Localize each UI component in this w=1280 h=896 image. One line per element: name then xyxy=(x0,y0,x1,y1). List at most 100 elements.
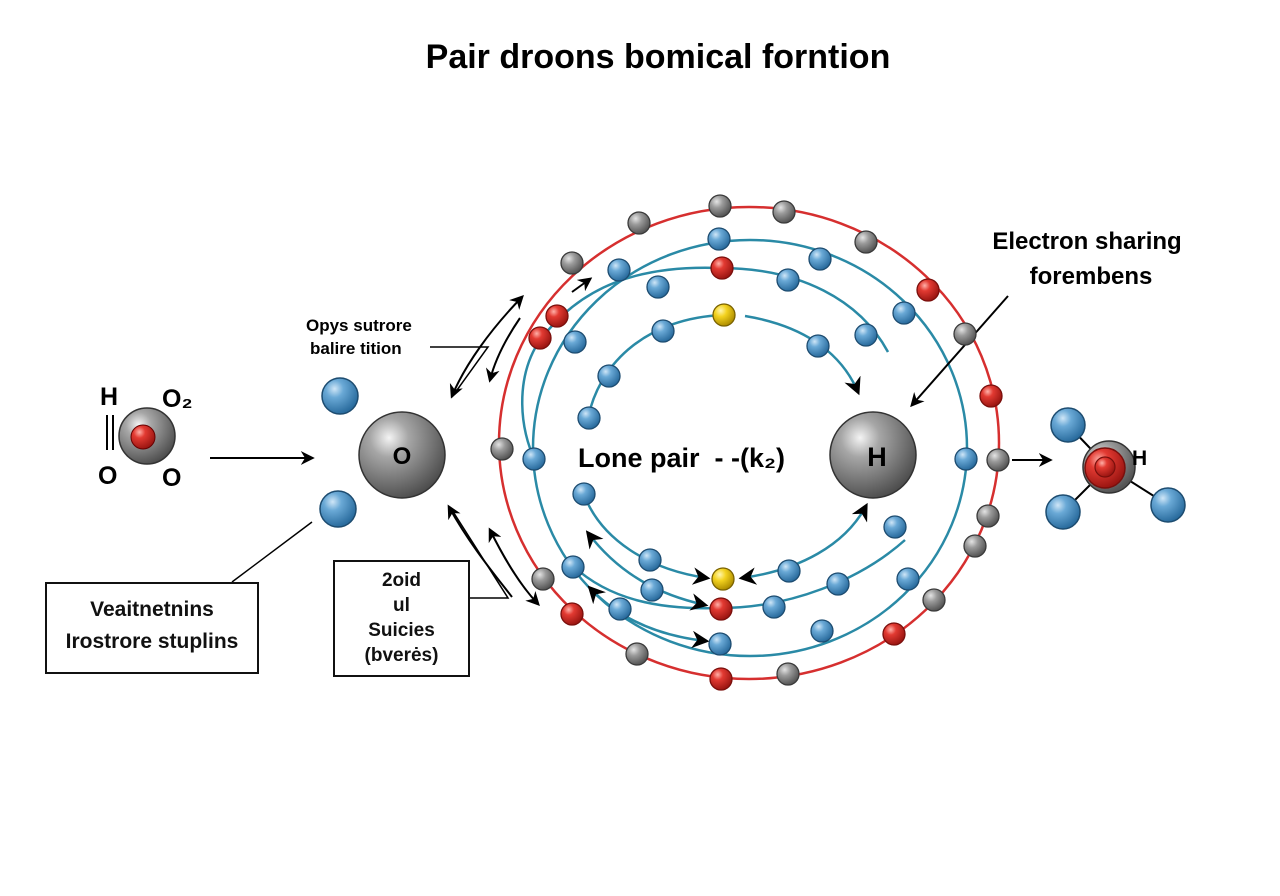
reactant-label-o-right: O xyxy=(162,464,181,492)
electron-blue xyxy=(646,275,670,299)
electron-red xyxy=(882,622,906,646)
reactant-label-o2: O₂ xyxy=(162,385,193,413)
annotation-box-left-line1: Veaitnetnins xyxy=(90,598,214,621)
lone-pair-label: Lone pair - -(k₂) xyxy=(578,443,785,473)
electron-blue xyxy=(707,227,731,251)
annotation-top-left-line2: balire tition xyxy=(310,339,402,358)
electron-gray xyxy=(976,504,1000,528)
electron-blue xyxy=(708,632,732,656)
electron-blue xyxy=(808,247,832,271)
electron-yellow xyxy=(711,567,735,591)
oxygen-atom-group: O xyxy=(319,377,446,528)
double-arrow-top-left-2 xyxy=(485,317,521,383)
arrows xyxy=(210,277,1053,607)
diagram-title: Pair droons bomical forntion xyxy=(425,38,891,76)
electron-blue xyxy=(806,334,830,358)
electron-gray xyxy=(625,642,649,666)
orbit-ring-3-top xyxy=(536,266,890,353)
annotation-box-left-line2: Irostrore stuplins xyxy=(65,630,239,653)
electron-blue xyxy=(607,258,631,282)
electron-blue xyxy=(892,301,916,325)
electron-blue xyxy=(896,567,920,591)
electron-gray xyxy=(531,567,555,591)
electron-blue xyxy=(319,490,357,528)
electron-blue xyxy=(638,548,662,572)
reactant-atom-red-core xyxy=(130,424,156,450)
annotation-box-left: Veaitnetnins Irostrore stuplins xyxy=(45,582,259,674)
hydrogen-atom-label: H xyxy=(867,442,887,472)
electron-red xyxy=(710,256,734,280)
electron-gray xyxy=(776,662,800,686)
electron-gray xyxy=(953,322,977,346)
label-leader-box-left xyxy=(231,521,313,583)
double-arrow-bottom-left-2 xyxy=(488,527,540,607)
product-label-h: H xyxy=(1132,447,1147,470)
arrow-inner-top xyxy=(571,277,593,293)
electron-blue xyxy=(762,595,786,619)
electron-gray xyxy=(854,230,878,254)
electron-blue xyxy=(561,555,585,579)
reactant-label-h: H xyxy=(100,383,118,411)
electron-red xyxy=(979,384,1003,408)
annotation-box-mid-line2: ul xyxy=(393,595,410,616)
electron-red xyxy=(709,597,733,621)
electron-blue xyxy=(883,515,907,539)
electron-gray xyxy=(560,251,584,275)
label-leader-top-left xyxy=(430,346,490,398)
product-electron-blue xyxy=(1045,494,1081,530)
electron-blue xyxy=(826,572,850,596)
electron-blue xyxy=(522,447,546,471)
electrons xyxy=(490,194,1010,691)
product-center-red-core xyxy=(1094,456,1116,478)
label-leader-box-mid xyxy=(451,509,510,599)
oxygen-atom-label: O xyxy=(393,443,412,470)
orbit-ring-3-left xyxy=(521,342,540,461)
electron-red xyxy=(560,602,584,626)
electron-red xyxy=(709,667,733,691)
electron-blue xyxy=(651,319,675,343)
orbit-ring-2-bottom-inner xyxy=(587,585,710,649)
electron-sharing-pointer xyxy=(910,295,1009,408)
electron-blue xyxy=(608,597,632,621)
annotation-top-right-line1: Electron sharing xyxy=(992,228,1181,255)
reactant-label-o-left: O xyxy=(98,462,117,490)
electron-blue xyxy=(777,559,801,583)
electron-gray xyxy=(708,194,732,218)
annotation-box-mid: 2oid ul Suicies (bverės) xyxy=(333,560,470,677)
electron-gray xyxy=(490,437,514,461)
reactant-molecule: H O₂ O O xyxy=(98,383,193,492)
electron-gray xyxy=(922,588,946,612)
electron-red xyxy=(528,326,552,350)
orbit-ring-4-top-right xyxy=(744,314,861,396)
electron-blue xyxy=(640,578,664,602)
electron-red xyxy=(545,304,569,328)
electron-red xyxy=(916,278,940,302)
electron-blue xyxy=(572,482,596,506)
product-electron-blue xyxy=(1150,487,1186,523)
hydrogen-atom xyxy=(829,411,917,499)
electron-gray xyxy=(963,534,987,558)
annotation-box-mid-line1: 2oid xyxy=(381,570,422,591)
orbit-ring-4-bottom-right xyxy=(738,502,868,585)
electron-blue xyxy=(854,323,878,347)
annotation-top-left-line1: Opys sutrore xyxy=(306,316,412,335)
annotation-box-mid-line3: Suicies xyxy=(368,620,435,641)
orbit-ring-4-top xyxy=(586,313,724,419)
annotation-top-right-line2: forembens xyxy=(1030,263,1153,290)
electron-blue xyxy=(597,364,621,388)
electron-blue xyxy=(776,268,800,292)
electron-blue xyxy=(954,447,978,471)
oxygen-atom xyxy=(358,411,446,499)
electron-blue xyxy=(577,406,601,430)
electron-yellow xyxy=(712,303,736,327)
product-molecule: H xyxy=(1045,407,1186,530)
electron-blue xyxy=(810,619,834,643)
product-electron-blue xyxy=(1050,407,1086,443)
hydrogen-atom-group: H xyxy=(829,411,917,499)
electron-gray xyxy=(986,448,1010,472)
electron-gray xyxy=(627,211,651,235)
annotation-box-mid-line4: (bverės) xyxy=(364,645,439,666)
electron-blue xyxy=(563,330,587,354)
electron-gray xyxy=(772,200,796,224)
